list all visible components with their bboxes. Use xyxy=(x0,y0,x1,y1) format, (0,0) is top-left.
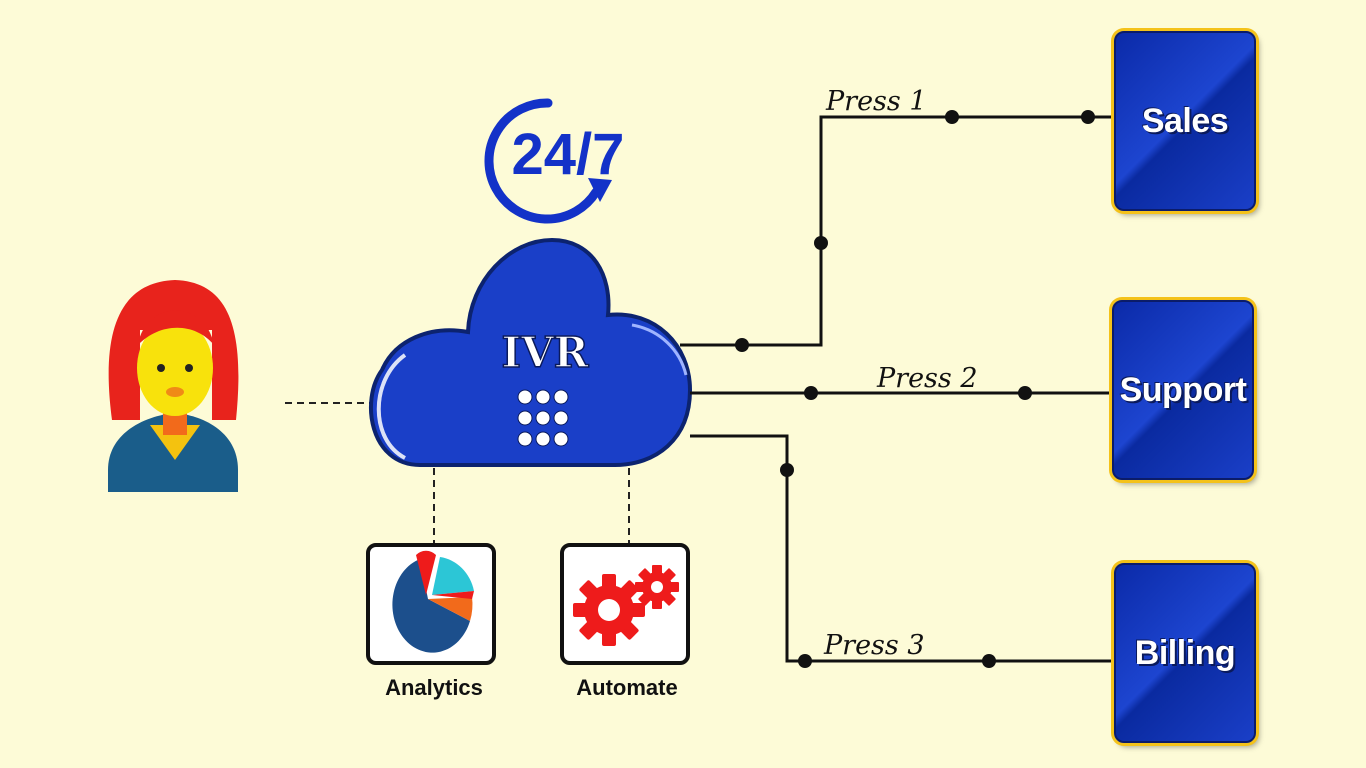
clock-24-7-icon: 24/7 xyxy=(484,98,625,224)
analytics-box xyxy=(366,543,496,665)
automate-box xyxy=(560,543,690,665)
gears-icon xyxy=(573,565,679,646)
dept-label-sales: Sales xyxy=(1141,101,1229,140)
automate-label: Automate xyxy=(576,675,678,700)
badge-text: 24/7 xyxy=(512,122,625,187)
analytics-label: Analytics xyxy=(385,675,483,700)
route-2-wire: Press 2 xyxy=(690,363,1114,400)
pie-chart-icon xyxy=(392,550,474,653)
dept-label-support: Support xyxy=(1119,370,1247,409)
caller-avatar xyxy=(108,280,239,492)
cloud-title: IVR xyxy=(501,328,589,377)
dept-box-billing: Billing xyxy=(1114,563,1256,743)
dept-box-sales: Sales xyxy=(1114,31,1256,211)
dept-label-billing: Billing xyxy=(1134,633,1236,672)
dept-box-support: Support xyxy=(1112,300,1254,480)
press-1-label: Press 1 xyxy=(825,86,927,117)
ivr-cloud: IVR xyxy=(369,237,693,467)
route-3-wire: Press 3 xyxy=(690,434,1114,668)
press-3-label: Press 3 xyxy=(823,630,925,661)
keypad-icon xyxy=(517,389,569,447)
press-2-label: Press 2 xyxy=(876,363,978,394)
route-1-wire: Press 1 xyxy=(680,86,1114,352)
